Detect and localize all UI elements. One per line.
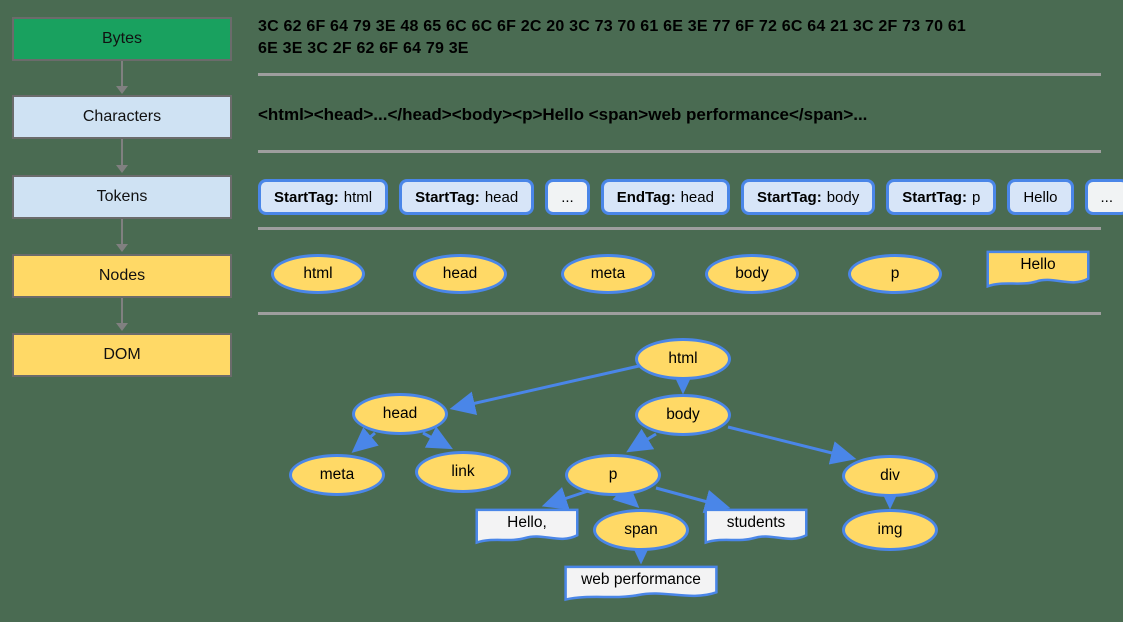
token-starttag-body: StartTag:body <box>740 179 876 215</box>
node-label: students <box>726 514 786 531</box>
separator-line <box>258 227 1101 230</box>
token-value: body <box>826 188 860 206</box>
dom-node-meta: meta <box>289 454 385 496</box>
bytes-hex-line1: 3C 62 6F 64 79 3E 48 65 6C 6C 6F 2C 20 3… <box>258 18 967 35</box>
dom-node-head: head <box>352 393 448 435</box>
token-ellipsis: ... <box>545 179 590 215</box>
stage-label: Nodes <box>98 267 146 284</box>
separator-line <box>258 150 1101 153</box>
token-starttag-html: StartTag:html <box>258 179 389 215</box>
token-value: ... <box>1100 188 1114 206</box>
stage-bytes: Bytes <box>12 17 232 61</box>
node-label: p <box>608 466 618 483</box>
dom-node-p: p <box>565 454 661 496</box>
node-label: html <box>303 265 333 282</box>
token-text-hello: Hello <box>1007 179 1074 215</box>
down-arrow-icon <box>116 244 128 252</box>
dom-node-html: html <box>635 338 731 380</box>
node-label: web performance <box>581 571 701 588</box>
down-arrow-icon <box>116 165 128 173</box>
wave-box-shape <box>704 508 808 548</box>
node-label: body <box>735 265 769 282</box>
node-label: meta <box>319 466 355 483</box>
flow-arrow-line <box>121 298 123 324</box>
flow-arrow-line <box>121 219 123 245</box>
separator-line <box>258 312 1101 315</box>
token-value: html <box>343 188 373 206</box>
token-row: StartTag:html StartTag:head ... EndTag:h… <box>258 179 1123 215</box>
tree-edge-html-head <box>449 364 640 416</box>
separator-line <box>258 73 1101 76</box>
tree-edge-p-hello <box>541 486 589 510</box>
stage-label: Characters <box>82 108 162 125</box>
stage-label: Tokens <box>96 188 148 205</box>
tree-edge-body-p <box>626 428 657 453</box>
tree-edge-p-span <box>612 481 640 509</box>
stage-dom: DOM <box>12 333 232 377</box>
token-value: ... <box>561 188 574 206</box>
dom-node-img: img <box>842 509 938 551</box>
wave-box-shape <box>986 250 1090 292</box>
wave-box-shape <box>563 565 719 605</box>
node-label: div <box>880 467 900 484</box>
node-label: img <box>877 521 903 538</box>
bytes-hex-text: 3C 62 6F 64 79 3E 48 65 6C 6C 6F 2C 20 3… <box>258 16 966 60</box>
dom-textnode-hello: Hello, <box>475 508 579 548</box>
bytes-hex-line2: 6E 3E 3C 2F 62 6F 64 79 3E <box>258 40 469 57</box>
flow-arrow-line <box>121 61 123 87</box>
node-head: head <box>413 254 507 294</box>
token-value: head <box>680 188 714 206</box>
dom-node-span: span <box>593 509 689 551</box>
token-value: head <box>484 188 519 206</box>
dom-textnode-webperf: web performance <box>563 565 719 605</box>
tree-edge-body-div <box>727 425 857 465</box>
token-starttag-p: StartTag:p <box>886 179 997 215</box>
node-label: Hello <box>1020 256 1056 273</box>
token-value: p <box>971 188 981 206</box>
dom-node-link: link <box>415 451 511 493</box>
stage-characters: Characters <box>12 95 232 139</box>
stage-label: Bytes <box>101 30 142 47</box>
token-type: EndTag: <box>616 188 676 206</box>
token-type: StartTag: <box>756 188 822 206</box>
node-label: link <box>451 463 475 480</box>
token-value: Hello <box>1023 188 1058 206</box>
token-type: StartTag: <box>902 188 967 206</box>
token-type: StartTag: <box>274 188 339 206</box>
node-p: p <box>848 254 942 294</box>
down-arrow-icon <box>116 86 128 94</box>
dom-node-div: div <box>842 455 938 497</box>
node-text-hello: Hello <box>986 250 1090 292</box>
node-label: head <box>382 405 418 422</box>
wave-box-shape <box>475 508 579 548</box>
node-label: body <box>666 406 700 423</box>
node-label: Hello, <box>507 514 547 531</box>
node-label: html <box>668 350 698 367</box>
node-label: meta <box>590 265 626 282</box>
stage-tokens: Tokens <box>12 175 232 219</box>
down-arrow-icon <box>116 323 128 331</box>
node-label: p <box>890 265 900 282</box>
dom-textnode-students: students <box>704 508 808 548</box>
tree-edge-head-link <box>422 426 453 450</box>
node-label: head <box>442 265 478 282</box>
tree-edges <box>351 364 902 565</box>
node-html: html <box>271 254 365 294</box>
node-label: span <box>624 521 658 538</box>
tree-edge-head-meta <box>351 427 379 453</box>
dom-tree: html head body meta link p div span img … <box>258 330 1123 622</box>
token-endtag-head: EndTag:head <box>600 179 730 215</box>
node-meta: meta <box>561 254 655 294</box>
stage-nodes: Nodes <box>12 254 232 298</box>
token-ellipsis: ... <box>1084 179 1123 215</box>
characters-markup-text: <html><head>...</head><body><p>Hello <sp… <box>258 105 868 124</box>
node-body: body <box>705 254 799 294</box>
token-starttag-head: StartTag:head <box>399 179 535 215</box>
flow-arrow-line <box>121 139 123 166</box>
dom-node-body: body <box>635 394 731 436</box>
tree-edge-p-students <box>655 486 731 514</box>
token-type: StartTag: <box>415 188 480 206</box>
stage-label: DOM <box>103 346 141 363</box>
